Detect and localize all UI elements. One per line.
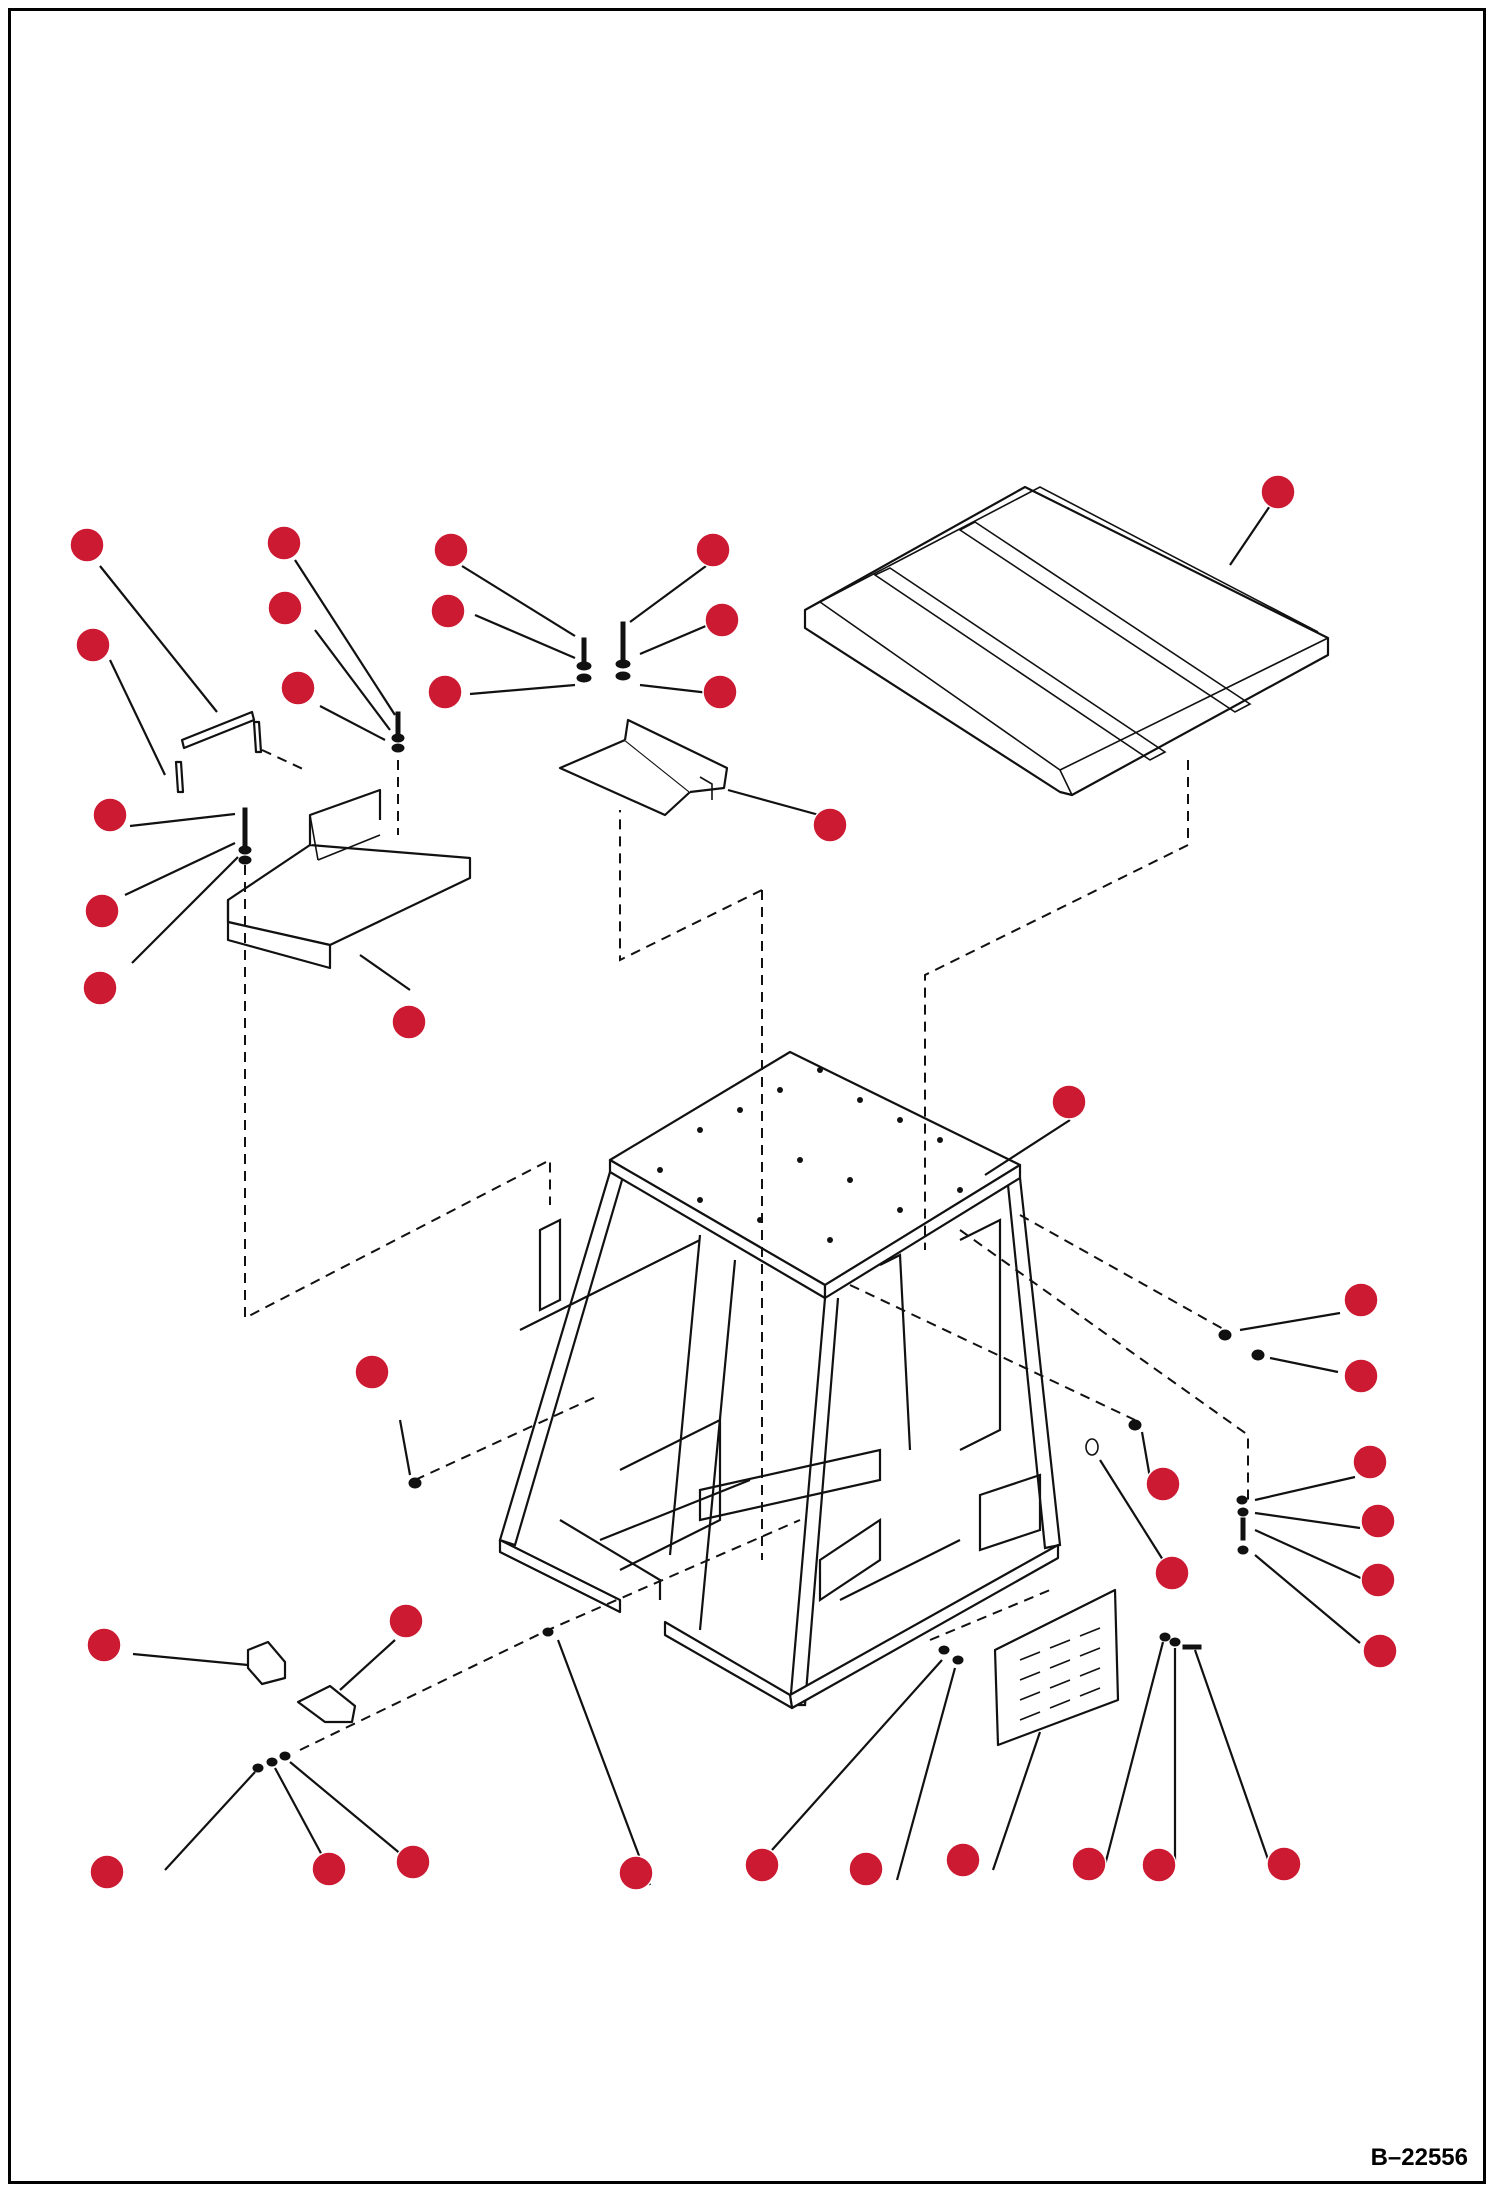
bracket-part-2 [246,1640,287,1686]
svg-text:17: 17 [0,0,8,9]
callout-marker: 10 [0,0,316,706]
callout-marker: 9 [0,0,780,1883]
callout-marker: 11 [0,0,303,626]
callout-marker: 12 [0,0,125,1890]
callout-marker: 8 [0,0,302,561]
svg-text:11: 11 [0,0,8,9]
callout-marker: 17 [0,0,1180,1501]
hardware [238,621,1265,1773]
callout-marker: 15 [0,0,1189,1590]
callout-marker: 8 [0,0,469,568]
svg-text:3: 3 [0,0,4,9]
callout-marker: 20 [0,0,128,833]
callout-marker: 11 [0,0,740,638]
callout-marker: 19 [0,0,111,663]
callout-marker: 21 [0,0,883,1886]
svg-text:13: 13 [0,0,8,9]
drawing-frame [8,8,1486,2184]
callout-marker: 22 [0,0,1387,1479]
svg-text:1: 1 [0,0,4,9]
svg-text:10: 10 [0,0,8,9]
svg-text:11: 11 [0,0,8,9]
callout-marker: 16 [0,0,654,1891]
callout-marker: 18 [0,0,105,563]
callout-marker: 5 [0,0,427,1040]
svg-text:22: 22 [0,0,8,9]
callout-marker: 20 [0,0,731,568]
svg-text:5: 5 [0,0,4,9]
callout-marker: 11 [0,0,1176,1882]
callout-marker: 6 [0,0,980,1877]
callout-marker: 7 [0,0,1296,510]
callout-marker: 9 [0,0,431,1880]
svg-text:10: 10 [0,0,8,9]
svg-text:10: 10 [0,0,8,9]
callout-marker: 13 [0,0,1395,1538]
svg-text:9: 9 [0,0,4,9]
leader-lines [99,493,1366,1886]
callout-markers: 7 18 8 8 20 11 11 11 19 10 10 10 4 20 11… [0,0,1397,1891]
svg-text:8: 8 [0,0,4,9]
callout-marker: 10 [0,0,1106,1881]
callout-marker: 14 [0,0,1397,1668]
svg-text:10: 10 [0,0,8,9]
svg-text:10: 10 [0,0,8,9]
drawing-number: B–22556 [1370,2144,1468,2171]
svg-text:11: 11 [0,0,8,9]
callout-marker: 10 [0,0,463,710]
svg-text:21: 21 [0,0,8,9]
svg-text:6: 6 [0,0,4,9]
svg-text:20: 20 [0,0,8,9]
callout-marker: 2 [0,0,122,1663]
svg-text:11: 11 [0,0,8,9]
svg-text:12: 12 [0,0,8,9]
svg-text:18: 18 [0,0,8,9]
callout-marker: 12 [0,0,1395,1597]
callout-marker: 11 [0,0,466,629]
svg-text:16: 16 [0,0,8,9]
svg-text:15: 15 [0,0,8,9]
svg-text:8: 8 [0,0,4,9]
callout-marker: 17 [0,0,1378,1317]
svg-text:20: 20 [0,0,8,9]
bracket-part-3 [296,1684,357,1724]
bracket-plate-part-4 [558,718,729,817]
cab-frame-part-1 [498,1050,1062,1710]
callout-marker: 10 [0,0,738,710]
svg-text:7: 7 [0,0,4,9]
svg-text:4: 4 [0,0,4,9]
roof-cover-part-7 [803,485,1330,797]
callout-marker: 13 [0,0,347,1887]
svg-text:9: 9 [0,0,4,9]
strip-part-18 [174,710,263,794]
callout-marker: 16 [0,0,390,1390]
callout-marker: 11 [0,0,120,929]
svg-text:12: 12 [0,0,8,9]
callout-marker: 3 [0,0,424,1639]
svg-text:17: 17 [0,0,8,9]
svg-text:16: 16 [0,0,8,9]
svg-text:2: 2 [0,0,4,9]
svg-text:19: 19 [0,0,8,9]
assembly-lines [244,749,1249,1751]
floor-plate-part-5 [226,788,472,970]
callout-marker: 8 [0,0,1301,1881]
svg-text:11: 11 [0,0,8,9]
svg-text:17: 17 [0,0,8,9]
mesh-plate-part-6 [993,1588,1120,1747]
svg-text:8: 8 [0,0,4,9]
callout-marker: 17 [0,0,1378,1393]
callout-marker: 1 [0,0,1087,1120]
callout-marker: 4 [0,0,848,843]
svg-text:14: 14 [0,0,8,9]
callout-marker: 10 [0,0,118,1006]
svg-text:13: 13 [0,0,8,9]
